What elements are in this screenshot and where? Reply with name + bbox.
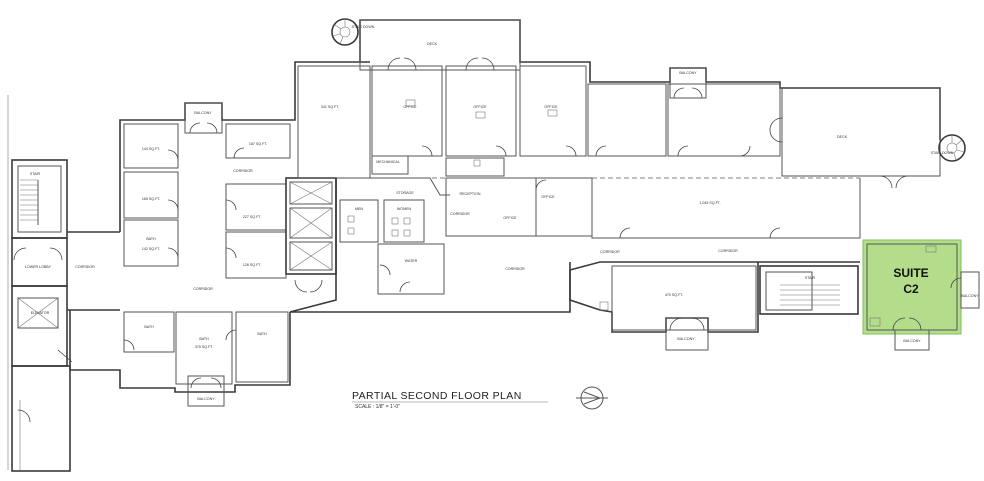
bath-sw2-label: BATH [199,337,209,341]
corridor-center-label: CORRIDOR [505,267,525,271]
office1-label: OFFICE [403,105,417,109]
office-c-label: 142 SQ.FT. [142,247,160,251]
bath-sw1-label: BATH [144,325,154,329]
corridor-small-label: CORRIDOR [450,212,470,216]
stair-left-label: STAIR [30,172,41,176]
mechanical-label: MECHANICAL [376,160,400,164]
office-small-label: OFFICE [503,216,517,220]
office-a-label: 144 SQ.FT. [142,147,160,151]
water-label: WATER [405,259,418,263]
left-connector: CORRIDOR [67,231,120,311]
balcony-lower-left-label: BALCONY [197,397,215,401]
balcony-suite-side-label: BALCONY [961,294,979,298]
balcony-upper-mid-label: BALCONY [679,71,697,75]
plan-scale: SCALE : 1/8" = 1'-0" [355,404,400,410]
suite-c2-line2: C2 [903,282,919,296]
balcony-suite-label: BALCONY [903,339,921,343]
deck-right-label: DECK [837,135,848,139]
central-core: STORAGE MEN WOMEN WATER CORRIDOR [285,177,470,295]
center-reception: RECEPTION OFFICE OFFICE CORRIDOR 1,045 S… [289,159,861,313]
north-rooms: STAIR DOWN DECK 341 SQ.FT. OFFICE OFFICE… [297,18,966,189]
bath-sw3-label: BATH [257,332,267,336]
corridor-lower-label: CORRIDOR [193,287,213,291]
stair-suite-label: STAIR [805,276,816,280]
office-e-label: 227 SQ.FT. [243,215,261,219]
office2-label: OFFICE [473,105,487,109]
office-f-label: 126 SQ.FT. [243,263,261,267]
north-arrow-icon [576,386,608,410]
elevator-label: ELEVATOR [31,311,50,315]
office-tiny-label: OFFICE [541,195,555,199]
office-b-label: 165 SQ.FT. [142,197,160,201]
corridor-right-label: CORRIDOR [718,249,738,253]
southwest-offices: BATH BATH 375 SQ.FT. BATH BALCONY [69,310,291,407]
deck-top-label: DECK [427,42,438,46]
storage-label: STORAGE [396,191,414,195]
lower-lobby-label: LOWER LOBBY [25,265,52,269]
men-label: MEN [355,207,363,211]
plan-title: PARTIAL SECOND FLOOR PLAN [352,390,522,402]
left-stair-tower: STAIR [11,159,68,239]
suite-c2[interactable]: BALCONY BALCONY SUITE C2 [862,239,980,351]
suite-c2-line1: SUITE [893,266,928,280]
balcony-upper-left-label: BALCONY [194,111,212,115]
stair-right-label: STAIR DOWN [931,151,954,155]
office3-label: OFFICE [544,105,558,109]
corridor-left-label: CORRIDOR [75,265,95,269]
title-block: PARTIAL SECOND FLOOR PLAN SCALE : 1/8" =… [352,386,608,410]
balcony-lower-mid-label: BALCONY [677,337,695,341]
office-h-label: 1,045 SQ.FT. [699,201,720,205]
reception-label: RECEPTION [460,192,481,196]
office-g-label: 375 SQ.FT. [195,345,213,349]
office-i-label: 341 SQ.FT. [321,105,339,109]
corridor-mid-label: CORRIDOR [233,169,253,173]
office-j-label: 470 SQ.FT. [665,293,683,297]
bath-left-label: BATH [146,237,156,241]
office-d-label: 187 SQ.FT. [249,142,267,146]
southeast-office: 470 SQ.FT. BALCONY STAIR [569,262,859,351]
women-label: WOMEN [397,207,412,211]
corridor-east-label: CORRIDOR [600,250,620,254]
lobby-elevator-block: LOWER LOBBY ELEVATOR [11,237,73,472]
stair-top-label: STAIR DOWN [352,25,375,29]
